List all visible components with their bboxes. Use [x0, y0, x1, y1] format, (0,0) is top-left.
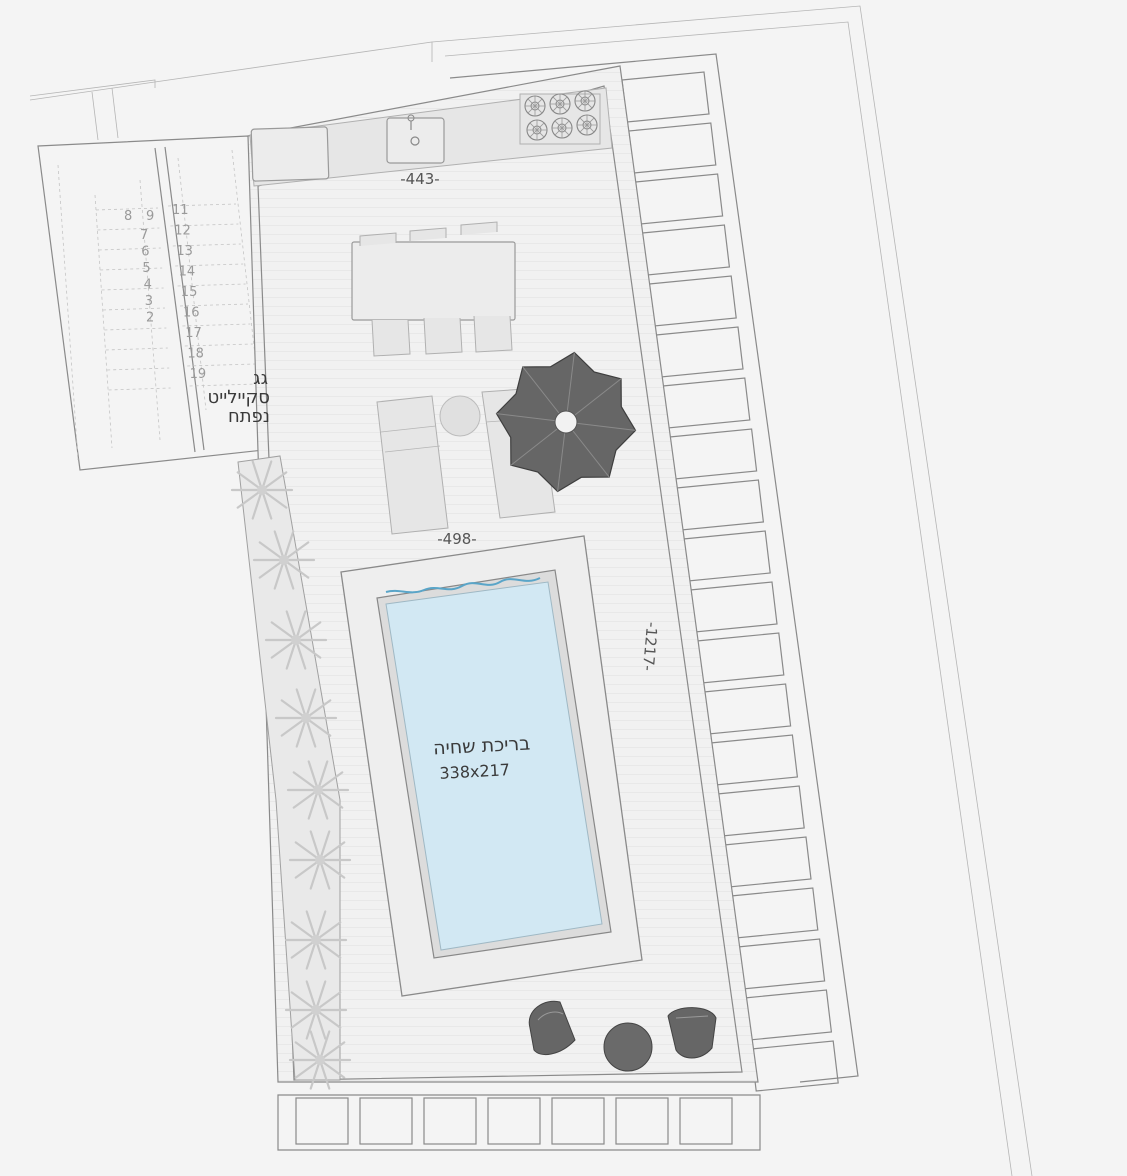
dining-chair	[409, 227, 447, 241]
bottom-seating	[528, 1000, 717, 1072]
plant-icon	[264, 610, 328, 670]
stair-step-number: 7	[140, 228, 148, 243]
pergola-slat	[682, 530, 771, 582]
pergola-slat	[689, 581, 778, 633]
stair-step-number: 11	[172, 203, 189, 218]
stair-step-number: 17	[185, 326, 202, 341]
skylight-line1: גג	[253, 368, 268, 389]
stair-step-number: 2	[146, 311, 154, 326]
pergola-slat	[662, 377, 751, 429]
pergola-slat	[743, 989, 833, 1041]
burner	[524, 95, 546, 117]
dining-chair	[371, 319, 411, 357]
pergola-slat	[675, 479, 765, 531]
dining-chair	[359, 232, 397, 246]
plant-icon	[286, 760, 350, 820]
burner	[526, 119, 548, 141]
pergola-frame	[449, 53, 859, 1083]
plant-icon	[230, 460, 294, 520]
bottom-pergola-frame	[277, 1094, 761, 1151]
plant-icon	[274, 688, 338, 748]
stair-step-number: 18	[187, 347, 204, 362]
pergola-slat	[668, 428, 758, 480]
pergola-slat	[696, 632, 785, 684]
dimension-lounge: -498-	[437, 530, 476, 548]
stair-step-number: 5	[142, 261, 150, 276]
stair-step-number: 6	[141, 245, 149, 260]
plant-icon	[284, 910, 348, 970]
lounge-area	[376, 351, 637, 535]
pergola-slat	[723, 836, 812, 888]
sink-drain	[410, 136, 420, 146]
stair-step-number: 3	[145, 294, 153, 309]
pergola-slat	[648, 275, 737, 327]
stair-block: 987 65 43 2 11 12 13 14 15 16 17 18 19	[37, 135, 283, 471]
pergola-slat	[716, 785, 805, 837]
cooktop	[519, 90, 601, 145]
outdoor-kitchen	[249, 87, 613, 187]
skylight-label: גג סקיילייט נפתח	[208, 368, 270, 427]
bottom-slat	[423, 1097, 477, 1145]
dining-chair	[423, 317, 463, 355]
bottom-slat	[551, 1097, 605, 1145]
pergola-slat	[655, 326, 744, 378]
plant-icon	[288, 830, 352, 890]
plant-icon	[284, 980, 348, 1040]
planter-strip	[230, 455, 352, 1090]
pergola-slat	[628, 122, 717, 174]
pergola-slat	[750, 1040, 839, 1092]
dimension-kitchen: -443-	[400, 170, 439, 188]
stair-step-number: 4	[144, 278, 152, 293]
site-boundary	[29, 5, 1033, 1176]
umbrella	[495, 351, 637, 493]
bottom-slat	[359, 1097, 413, 1145]
dining-chair	[473, 315, 513, 353]
armchair-right	[667, 1007, 717, 1059]
pool-water	[385, 581, 603, 951]
dining-chair	[460, 221, 498, 235]
stair-step-number: 15	[181, 285, 198, 300]
pergola-slat	[641, 224, 731, 276]
stair-step-number: 13	[176, 244, 193, 259]
dining-table	[351, 241, 516, 321]
burner	[576, 114, 598, 136]
grill	[250, 126, 330, 182]
dimension-deck: -1217-	[639, 621, 661, 671]
umbrella-hub	[554, 410, 578, 434]
pool-size: 338x217	[439, 760, 510, 783]
dining-set	[351, 221, 516, 357]
stair-step-number: 19	[190, 367, 207, 382]
bottom-slat	[679, 1097, 733, 1145]
bottom-slat	[295, 1097, 349, 1145]
pergola-slat	[709, 734, 799, 786]
pergola-slat	[730, 887, 819, 939]
pool-waterline	[385, 577, 541, 594]
pool-label: בריכת שחיה	[433, 732, 531, 759]
pergola-slat	[634, 173, 724, 225]
armchair-left	[528, 1000, 576, 1056]
stair-step-number: 8	[124, 209, 132, 224]
burner	[574, 90, 596, 112]
plant-icon	[288, 1030, 352, 1090]
plant-icon	[252, 530, 316, 590]
burner	[549, 93, 571, 115]
side-table	[439, 395, 481, 437]
pergola-slat	[736, 938, 826, 990]
bottom-pergola-slats	[295, 1097, 733, 1145]
pool: בריכת שחיה 338x217	[340, 535, 643, 997]
pergola-slat	[702, 683, 792, 735]
skylight-line3: נפתח	[228, 406, 270, 427]
stair-step-number: 9	[146, 209, 154, 224]
sink	[386, 117, 445, 164]
stair-step-number: 16	[183, 306, 200, 321]
skylight-line2: סקיילייט	[208, 387, 270, 408]
burner	[551, 117, 573, 139]
coffee-table	[603, 1022, 653, 1072]
pergola-slat	[621, 71, 710, 123]
stair-step-number: 12	[174, 224, 191, 239]
bottom-slat	[487, 1097, 541, 1145]
stair-step-number: 14	[179, 265, 196, 280]
bottom-slat	[615, 1097, 669, 1145]
